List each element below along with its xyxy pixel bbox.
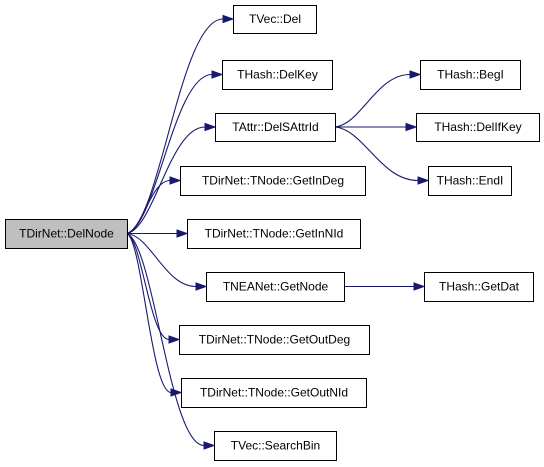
edge-tattr_delsattrid-to-thash_begi — [334, 70, 422, 128]
node-tvec-del[interactable]: TVec::Del — [233, 5, 317, 34]
node-box — [180, 166, 366, 196]
edge-line — [126, 73, 213, 235]
node-box — [181, 378, 367, 408]
node-box — [206, 272, 345, 302]
node-getinnid[interactable]: TDirNet::TNode::GetInNId — [187, 219, 361, 249]
arrowhead-icon — [169, 176, 182, 185]
node-thash-delifkey[interactable]: THash::DelIfKey — [416, 113, 540, 142]
edge-line — [126, 233, 172, 394]
node-box — [420, 60, 521, 90]
node-box — [416, 113, 540, 142]
edge-root-to-getoutdeg — [126, 232, 181, 344]
edge-root-to-getoutnid — [126, 233, 183, 397]
edge-tattr_delsattrid-to-thash_endi — [334, 126, 430, 185]
edge-getnode-to-thash_getdat — [344, 282, 426, 291]
node-label: THash::DelIfKey — [434, 120, 521, 134]
edge-line — [334, 126, 419, 182]
node-box — [187, 219, 361, 249]
node-getoutdeg[interactable]: TDirNet::TNode::GetOutDeg — [179, 325, 370, 355]
arrowhead-icon — [211, 70, 224, 79]
node-thash-endi[interactable]: THash::EndI — [428, 166, 512, 196]
edge-root-to-getinnid — [127, 229, 189, 238]
arrowhead-icon — [168, 335, 181, 344]
node-label: TDirNet::TNode::GetOutNId — [200, 386, 348, 400]
node-box — [222, 60, 333, 90]
node-thash-delkey[interactable]: THash::DelKey — [222, 60, 333, 90]
node-box — [214, 431, 337, 461]
arrowhead-icon — [204, 122, 217, 132]
edge-root-to-tattr_delsattrid — [126, 122, 217, 235]
arrowhead-icon — [222, 14, 235, 24]
node-box — [215, 113, 336, 142]
arrowhead-icon — [170, 388, 183, 397]
arrowhead-icon — [405, 122, 418, 132]
node-box — [233, 5, 317, 34]
node-label: TDirNet::TNode::GetOutDeg — [199, 333, 350, 347]
node-box — [424, 272, 534, 302]
node-label: TDirNet::TNode::GetInDeg — [202, 174, 344, 188]
edge-line — [126, 232, 170, 341]
edge-root-to-getnode — [126, 232, 208, 291]
node-box — [5, 219, 128, 249]
node-thash-begi[interactable]: THash::BegI — [420, 60, 521, 90]
edge-root-to-thash_delkey — [126, 70, 224, 235]
node-tattr-delsattrid[interactable]: TAttr::DelSAttrId — [215, 113, 336, 142]
node-root[interactable]: TDirNet::DelNode — [5, 219, 128, 249]
arrowhead-icon — [195, 282, 208, 291]
node-thash-getdat[interactable]: THash::GetDat — [424, 272, 534, 302]
node-label: TDirNet::TNode::GetInNId — [205, 227, 344, 241]
call-nodes: TDirNet::DelNode TVec::DelTHash::DelKeyTA… — [5, 5, 540, 461]
edge-tattr_delsattrid-to-thash_delifkey — [335, 122, 418, 132]
node-label: THash::BegI — [437, 68, 504, 82]
node-getnode[interactable]: TNEANet::GetNode — [206, 272, 345, 302]
edge-line — [126, 126, 206, 235]
arrowhead-icon — [409, 70, 422, 79]
edge-line — [334, 73, 411, 128]
node-label: TVec::SearchBin — [231, 439, 320, 453]
node-label: THash::DelKey — [237, 68, 318, 82]
arrowhead-icon — [203, 441, 216, 450]
edge-line — [126, 232, 197, 288]
call-edges — [126, 14, 430, 450]
node-searchbin[interactable]: TVec::SearchBin — [214, 431, 337, 461]
node-label: TNEANet::GetNode — [223, 280, 329, 294]
arrowhead-icon — [413, 282, 426, 291]
arrowhead-icon — [417, 176, 430, 185]
node-label: THash::GetDat — [439, 280, 520, 294]
node-getoutnid[interactable]: TDirNet::TNode::GetOutNId — [181, 378, 367, 408]
node-label: THash::EndI — [437, 174, 504, 188]
node-label: TDirNet::DelNode — [19, 227, 114, 241]
node-label: TVec::Del — [249, 12, 301, 26]
arrowhead-icon — [176, 229, 189, 238]
edge-root-to-getindeg — [126, 176, 182, 235]
edge-root-to-searchbin — [126, 232, 216, 450]
node-box — [428, 166, 512, 196]
edge-line — [126, 179, 171, 235]
node-label: TAttr::DelSAttrId — [232, 120, 318, 134]
edge-line — [126, 232, 205, 447]
node-box — [179, 325, 370, 355]
node-getindeg[interactable]: TDirNet::TNode::GetInDeg — [180, 166, 366, 196]
